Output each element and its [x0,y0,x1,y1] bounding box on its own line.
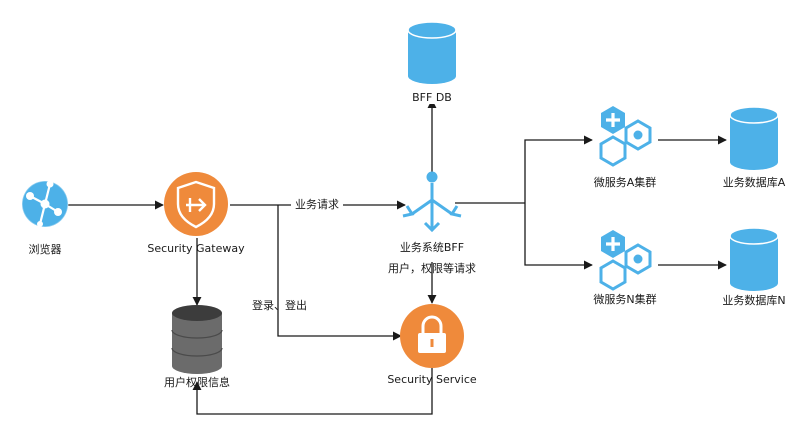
node-user-permission-info: 用户权限信息 [164,305,230,389]
service-cluster-icon [599,106,652,167]
node-cluster-a: 微服务A集群 [594,106,657,189]
shield-gateway-icon [164,172,228,236]
node-browser: 浏览器 [21,180,69,256]
node-label-security-service: Security Service [387,373,477,386]
load-balancer-icon [402,171,462,233]
edge-label-business-request: 业务请求 [295,198,339,211]
node-bff: 业务系统BFF [400,171,464,254]
node-label-db-a: 业务数据库A [723,175,786,189]
edge-label-login-logout: 登录、登出 [252,298,307,312]
database-icon [729,106,779,170]
edge-label-user-perm-request: 用户，权限等请求 [388,261,476,275]
node-label-browser: 浏览器 [29,242,62,256]
database-icon [407,21,457,84]
edges [68,99,727,415]
node-label-user-permission-info: 用户权限信息 [164,375,230,389]
node-db-n: 业务数据库N [722,227,786,307]
node-label-security-gateway: Security Gateway [147,242,245,255]
edge-bff-to-cluster-n [524,203,593,270]
node-label-cluster-a: 微服务A集群 [594,175,657,189]
lock-icon [400,304,464,368]
node-security-gateway: Security Gateway [147,172,245,255]
database-icon [729,227,779,291]
node-bff-db: BFF DB [407,21,457,104]
node-label-bff: 业务系统BFF [400,241,464,254]
edge-bff-to-cluster-a [524,135,593,203]
service-cluster-icon [599,230,652,291]
node-label-bff-db: BFF DB [412,91,452,104]
globe-network-icon [21,180,69,228]
node-label-cluster-n: 微服务N集群 [593,292,656,306]
edge-security-to-permdb [192,368,433,415]
node-security-service: Security Service [387,304,477,386]
edge-labels: 业务请求 登录、登出 用户，权限等请求 [252,196,476,312]
node-cluster-n: 微服务N集群 [593,230,657,306]
edge-gateway-to-security [277,205,402,341]
node-db-a: 业务数据库A [723,106,786,189]
node-label-db-n: 业务数据库N [722,293,785,307]
database-icon [171,305,223,374]
